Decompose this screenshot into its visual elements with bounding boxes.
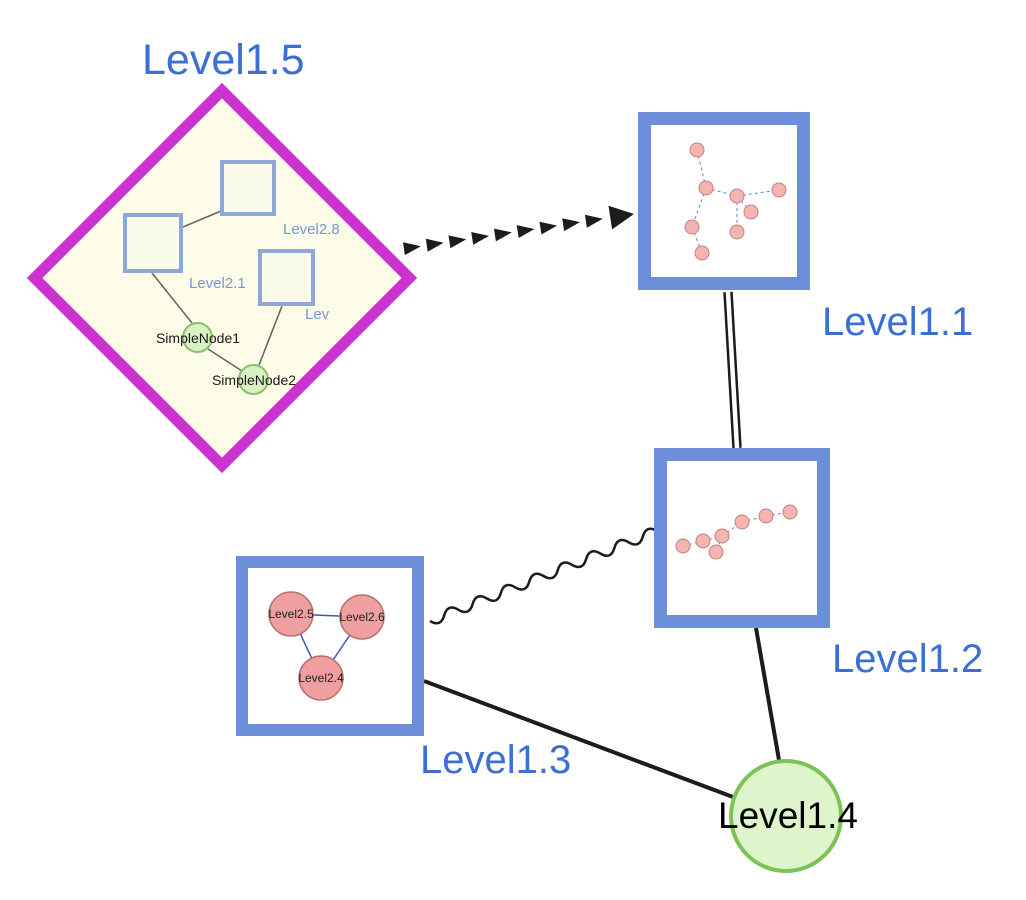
mini-graph-level1-2	[675, 504, 798, 560]
mini-node[interactable]	[684, 219, 700, 235]
edge-level1-2-to-level1-4[interactable]	[754, 627, 781, 761]
label-level1-3: Level1.3	[420, 738, 572, 782]
mini-graph-level1-1	[684, 142, 787, 261]
label-level1-1: Level1.1	[822, 300, 974, 344]
edge-level1-3-to-level1-2[interactable]	[429, 527, 658, 625]
mini-node[interactable]	[729, 224, 745, 240]
label-level2-truncated: Lev	[305, 306, 330, 323]
mini-node[interactable]	[743, 204, 759, 220]
node-label: Level2.4	[298, 671, 344, 685]
label-level1-2: Level1.2	[832, 637, 984, 681]
mini-node[interactable]	[689, 142, 705, 158]
group-node-level2-1[interactable]	[123, 213, 183, 273]
edge-level1-5-to-level1-1[interactable]	[403, 205, 634, 256]
mini-edge[interactable]	[691, 226, 703, 254]
mini-node[interactable]	[734, 514, 750, 530]
label-level2-1: Level2.1	[189, 275, 246, 292]
label-level2-8: Level2.8	[283, 221, 340, 238]
node-level1-2-box[interactable]	[654, 448, 830, 628]
node-level2-4[interactable]	[298, 655, 344, 701]
mini-node[interactable]	[694, 245, 710, 261]
mini-node[interactable]	[771, 182, 787, 198]
edge-level1-1-to-level1-2[interactable]	[723, 291, 742, 449]
label-simplenode2: SimpleNode2	[211, 372, 297, 388]
mini-node[interactable]	[698, 180, 714, 196]
mini-node[interactable]	[729, 188, 745, 204]
node-level1-1-box[interactable]	[638, 112, 810, 290]
node-label: Level2.5	[268, 607, 314, 621]
node-level1-4-circle[interactable]	[729, 759, 843, 873]
mini-node[interactable]	[782, 504, 798, 520]
node-level2-5[interactable]	[268, 591, 314, 637]
node-simplenode2[interactable]	[238, 364, 269, 395]
label-level1-5: Level1.5	[142, 36, 305, 84]
label-level1-4: Level1.4	[718, 795, 858, 836]
mini-node[interactable]	[675, 538, 691, 554]
group-node-level2-8[interactable]	[220, 160, 276, 216]
mini-node[interactable]	[708, 544, 724, 560]
label-simplenode1: SimpleNode1	[155, 330, 241, 346]
group-node-level2-truncated[interactable]	[258, 249, 315, 306]
node-label: Level2.6	[339, 610, 385, 624]
mini-node[interactable]	[758, 508, 774, 524]
node-level2-6[interactable]	[339, 594, 385, 640]
mini-node[interactable]	[695, 533, 711, 549]
mini-node[interactable]	[714, 528, 730, 544]
node-simplenode1[interactable]	[182, 322, 213, 353]
